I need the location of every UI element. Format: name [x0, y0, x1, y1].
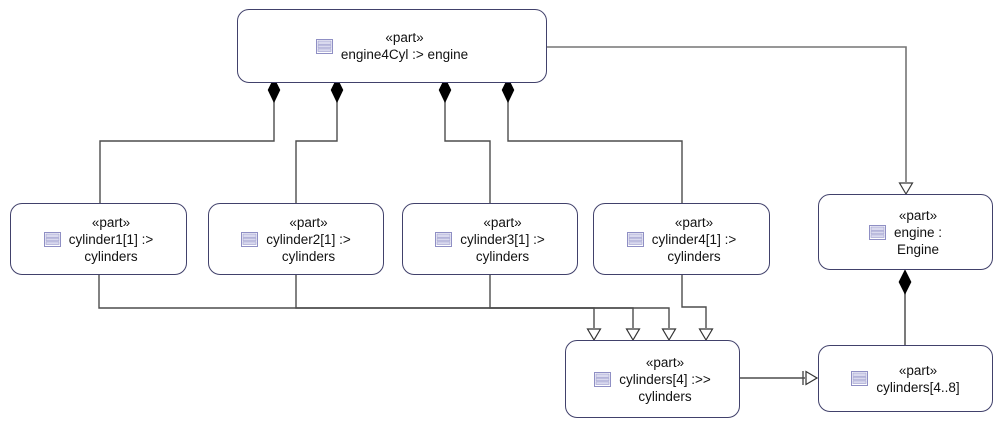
- node-name: engine :: [893, 224, 943, 240]
- node-engine4cyl[interactable]: «part» engine4Cyl :> engine: [237, 9, 547, 83]
- node-name: cylinder4[1] :>: [651, 231, 737, 247]
- node-name-2: cylinders: [638, 388, 692, 404]
- node-stereotype: «part»: [898, 207, 938, 223]
- node-stereotype: «part»: [645, 354, 685, 370]
- part-icon: [241, 231, 259, 247]
- edge-composition-cylinder3[interactable]: [438, 77, 491, 203]
- composition-diamond: [438, 77, 452, 104]
- node-cylinders48[interactable]: «part» cylinders[4..8]: [818, 345, 993, 412]
- edge-redefinition[interactable]: [740, 370, 819, 386]
- edge-composition-cylinder4[interactable]: [501, 77, 683, 203]
- edge-subset-cylinder2[interactable]: [295, 275, 641, 342]
- node-name-2: cylinders: [84, 248, 138, 264]
- node-name: cylinders[4] :>>: [619, 371, 711, 387]
- node-stereotype: «part»: [289, 214, 328, 230]
- edge-composition-cylinder2[interactable]: [295, 77, 344, 203]
- node-engine[interactable]: «part» engine : Engine: [818, 194, 993, 270]
- composition-diamond: [501, 77, 515, 104]
- composition-diamond: [898, 269, 912, 295]
- subset-arrowhead: [586, 328, 602, 342]
- part-icon: [43, 231, 61, 247]
- edge-subset-cylinder3[interactable]: [489, 275, 677, 342]
- node-name: cylinder3[1] :>: [460, 231, 545, 247]
- node-cylinder4[interactable]: «part» cylinder4[1] :> cylinders: [593, 203, 770, 275]
- node-stereotype: «part»: [483, 214, 522, 230]
- node-name: engine4Cyl :> engine: [340, 47, 469, 62]
- part-icon: [435, 231, 453, 247]
- edge-specialization-engine[interactable]: [547, 46, 914, 196]
- part-icon: [868, 224, 886, 240]
- part-icon: [594, 371, 612, 387]
- node-name-2: cylinders: [281, 248, 336, 264]
- node-cylinders4[interactable]: «part» cylinders[4] :>> cylinders: [565, 340, 740, 418]
- node-cylinder2[interactable]: «part» cylinder2[1] :> cylinders: [208, 203, 384, 275]
- part-icon: [315, 38, 333, 54]
- part-icon: [626, 231, 644, 247]
- edge-composition-cylinder1[interactable]: [99, 77, 281, 203]
- node-stereotype: «part»: [898, 362, 938, 378]
- node-name: cylinders[4..8]: [876, 379, 960, 395]
- subset-arrowhead: [661, 328, 677, 342]
- node-stereotype: «part»: [91, 214, 131, 230]
- node-stereotype: «part»: [674, 214, 714, 230]
- node-name: cylinder2[1] :>: [266, 231, 351, 247]
- part-icon: [851, 371, 869, 386]
- subset-arrowhead: [698, 328, 714, 342]
- subset-arrowhead: [625, 328, 641, 342]
- node-name-2: Engine: [896, 241, 940, 257]
- edge-composition-engine-cylinders48[interactable]: [898, 269, 912, 345]
- composition-diamond: [267, 77, 281, 104]
- edge-subset-cylinder4[interactable]: [681, 275, 714, 342]
- node-name: cylinder1[1] :>: [68, 231, 154, 247]
- composition-diamond: [330, 77, 344, 104]
- specialization-arrowhead: [898, 182, 914, 196]
- node-cylinder1[interactable]: «part» cylinder1[1] :> cylinders: [10, 203, 187, 275]
- node-name-2: cylinders: [667, 248, 721, 264]
- node-name-2: cylinders: [475, 248, 530, 264]
- redefinition-arrowhead: [805, 370, 819, 386]
- node-stereotype: «part»: [385, 30, 424, 45]
- node-cylinder3[interactable]: «part» cylinder3[1] :> cylinders: [402, 203, 578, 275]
